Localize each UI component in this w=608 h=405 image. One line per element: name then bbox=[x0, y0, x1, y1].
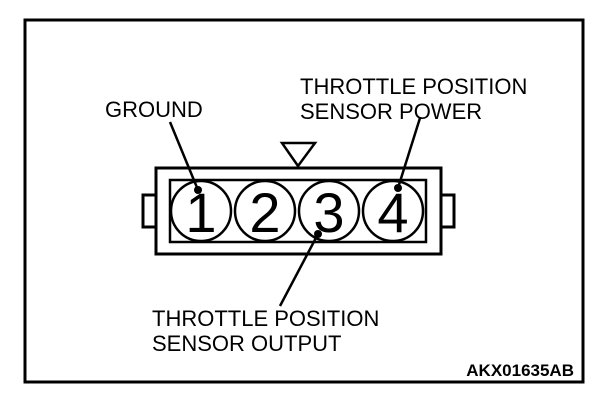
right-latch bbox=[439, 193, 456, 229]
output-leader-dot bbox=[314, 230, 322, 238]
pin-4-label: 4 bbox=[377, 181, 408, 244]
output-leader-line bbox=[278, 233, 320, 307]
output-label-line2: SENSOR OUTPUT bbox=[152, 331, 341, 356]
output-label-line1: THROTTLE POSITION bbox=[152, 306, 379, 331]
ground-leader-line bbox=[168, 121, 200, 191]
power-label-line1: THROTTLE POSITION bbox=[300, 74, 527, 99]
power-leader-dot bbox=[394, 184, 402, 192]
diagram-border bbox=[23, 18, 585, 384]
power-label-line2: SENSOR POWER bbox=[300, 99, 482, 124]
pin-4-circle bbox=[361, 179, 425, 243]
ground-leader-dot bbox=[194, 186, 202, 194]
power-leader-line bbox=[396, 117, 422, 189]
pin-3-circle bbox=[297, 179, 361, 243]
figure-code: AKX01635AB bbox=[466, 361, 574, 380]
ground-label: GROUND bbox=[105, 97, 203, 122]
left-latch bbox=[141, 193, 158, 229]
pin-2-circle bbox=[233, 179, 297, 243]
pin-2-label: 2 bbox=[249, 181, 280, 244]
connector-key-triangle bbox=[279, 141, 318, 169]
pin-1-circle bbox=[169, 179, 233, 243]
